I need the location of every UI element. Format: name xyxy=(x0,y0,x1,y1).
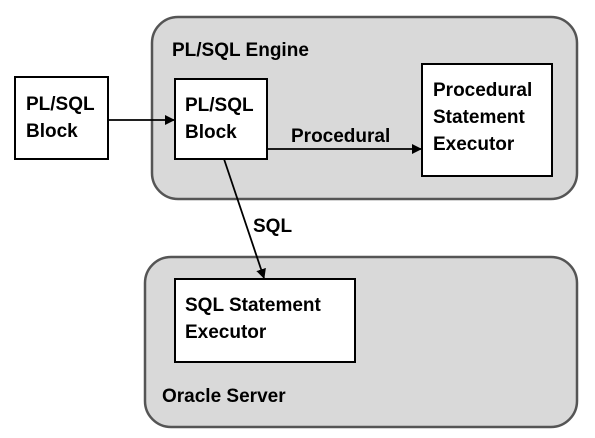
procedural-statement-executor-node: Procedural Statement Executor xyxy=(421,63,553,177)
sql-statement-executor-node: SQL Statement Executor xyxy=(174,278,356,363)
engine-plsql-block-line-2: Block xyxy=(185,122,237,143)
sql-executor-line-2: Executor xyxy=(185,322,267,343)
sql-edge-label: SQL xyxy=(253,216,292,237)
engine-plsql-block-node: PL/SQL Block xyxy=(174,78,268,160)
external-plsql-block-box xyxy=(14,76,109,160)
procedural-executor-line-3: Executor xyxy=(433,134,515,155)
sql-executor-line-1: SQL Statement xyxy=(185,295,322,316)
procedural-edge-label: Procedural xyxy=(291,126,390,147)
external-plsql-block-node: PL/SQL Block xyxy=(14,76,109,160)
procedural-statement-executor-box xyxy=(421,63,553,177)
external-plsql-block-line-1: PL/SQL xyxy=(26,94,95,115)
plsql-engine-title: PL/SQL Engine xyxy=(172,40,309,61)
engine-plsql-block-line-1: PL/SQL xyxy=(185,95,254,116)
external-plsql-block-line-2: Block xyxy=(26,121,78,142)
procedural-executor-line-2: Statement xyxy=(433,107,526,128)
oracle-server-title: Oracle Server xyxy=(162,386,286,407)
sql-statement-executor-box xyxy=(174,278,356,363)
arrow-sql xyxy=(223,158,266,279)
procedural-executor-line-1: Procedural xyxy=(433,80,532,101)
engine-plsql-block-box xyxy=(174,78,268,160)
